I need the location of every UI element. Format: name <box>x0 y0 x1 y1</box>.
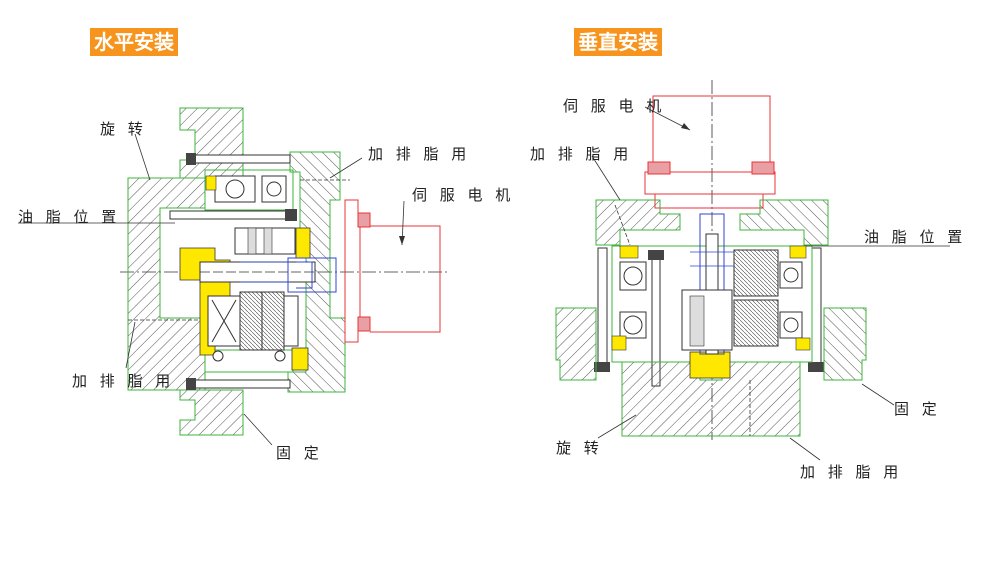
v-label-oil-level: 油 脂 位 置 <box>864 228 967 246</box>
h-label-servo-motor: 伺 服 电 机 <box>412 186 515 204</box>
v-label-fixed: 固 定 <box>894 400 941 418</box>
h-label-rotate: 旋 转 <box>100 120 147 138</box>
h-label-oil-level: 油 脂 位 置 <box>18 208 121 226</box>
v-label-servo-motor: 伺 服 电 机 <box>563 97 666 115</box>
v-label-grease-bottom: 加 排 脂 用 <box>800 463 903 481</box>
horizontal-install-title: 水平安装 <box>90 28 178 56</box>
vertical-assembly <box>555 80 950 461</box>
v-label-grease-top: 加 排 脂 用 <box>530 145 633 163</box>
h-label-fixed: 固 定 <box>276 444 323 462</box>
h-label-grease-bottom: 加 排 脂 用 <box>72 372 175 390</box>
vertical-install-title: 垂直安装 <box>574 28 662 56</box>
h-label-grease-top: 加 排 脂 用 <box>368 145 471 163</box>
horizontal-assembly <box>18 107 450 446</box>
v-label-rotate: 旋 转 <box>556 439 603 457</box>
